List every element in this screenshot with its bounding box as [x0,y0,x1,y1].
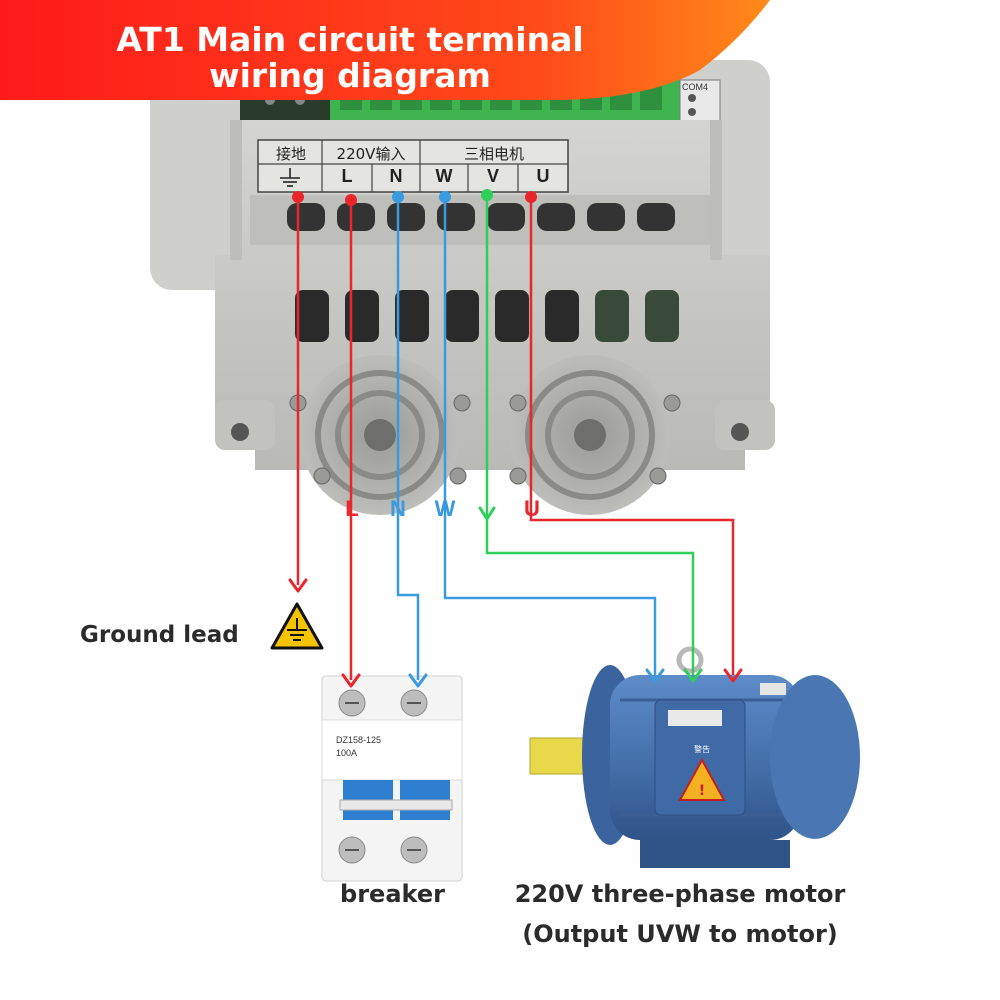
motor-device: ! [529,646,860,868]
lifting-eye [676,646,704,674]
wire-u [529,198,735,675]
inverter-housing [150,60,775,515]
svg-text:!: ! [699,783,705,799]
plate-ground-icon [280,168,300,187]
wire-label-u: U [524,496,540,521]
title-banner [0,0,770,100]
wire-label-n: N [390,496,406,521]
plate-terminal-l: L [341,166,353,186]
plate-label-ground: 接地 [275,145,306,163]
wire-label-l: L [345,496,359,521]
plate-terminal-v: V [486,166,499,186]
terminal-label-plate [257,139,569,193]
terminal-screws [287,203,675,231]
motor-shaft [529,737,593,775]
motor-warning-text: 警告 [694,745,710,754]
ground-warning-icon [270,602,324,650]
plate-label-input: 220V输入 [336,145,406,163]
wire-n [396,198,420,680]
board-label: COM4 [682,82,709,92]
plate-terminal-u: U [536,166,550,186]
wire-dots [292,189,537,206]
motor-sublabel: (Output UVW to motor) [522,920,838,948]
ground-lead-label: Ground lead [80,622,239,648]
page-title: AT1 Main circuit terminal wiring diagram [40,22,660,94]
plate-terminal-w: W [435,166,453,186]
vent-slots [295,290,679,342]
breaker-device [321,675,463,882]
wires [296,198,735,680]
breaker-rating: 100A [336,748,358,758]
wire-v [485,198,695,675]
cooling-fan-left [300,355,460,515]
motor-label: 220V three-phase motor [514,880,846,908]
breaker-label: breaker [340,880,445,908]
plate-label-motor: 三相电机 [463,145,524,163]
title-line-1: AT1 Main circuit terminal [116,20,584,59]
wire-w [443,198,657,675]
title-line-2: wiring diagram [209,56,491,95]
cooling-fan-right [510,355,670,515]
plate-terminal-n: N [389,166,403,186]
motor-warning-icon [678,757,726,801]
wire-label-w: W [434,496,456,521]
wire-arrows [288,506,743,688]
breaker-model: DZ158-125 [336,735,382,745]
